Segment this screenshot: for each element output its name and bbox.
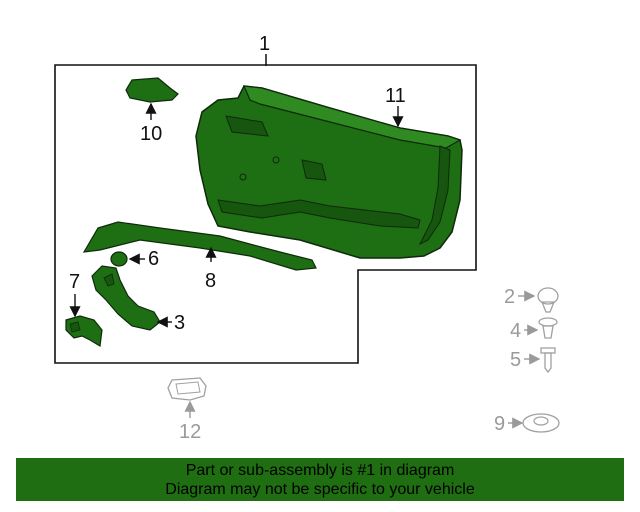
info-banner: Part or sub-assembly is #1 in diagram Di…	[16, 458, 624, 501]
callout-4: 4	[510, 320, 521, 342]
clip-part	[537, 287, 559, 313]
screw-part	[540, 347, 556, 374]
switch-bracket-part	[65, 315, 103, 347]
callout-9: 9	[494, 413, 505, 435]
callout-11: 11	[385, 85, 406, 107]
knob-part	[110, 251, 128, 267]
trim-strip-part	[82, 221, 317, 271]
callout-2: 2	[504, 286, 515, 308]
callout-12: 12	[179, 421, 201, 443]
trim-cap-part	[125, 77, 179, 103]
callout-8: 8	[205, 270, 216, 292]
callout-6: 6	[148, 248, 159, 270]
callout-7: 7	[69, 271, 80, 293]
grommet-part	[522, 413, 560, 433]
callout-5: 5	[510, 349, 521, 371]
callout-1: 1	[259, 33, 270, 55]
bezel-part	[167, 377, 207, 401]
callout-3: 3	[174, 312, 185, 334]
callout-10: 10	[140, 123, 162, 145]
fastener-part	[538, 317, 558, 339]
door-trim-panel	[195, 85, 463, 259]
banner-line-2: Diagram may not be specific to your vehi…	[165, 480, 475, 498]
assembly-boundary	[54, 64, 477, 364]
pull-handle-part	[91, 265, 161, 331]
banner-line-1: Part or sub-assembly is #1 in diagram	[185, 461, 455, 479]
